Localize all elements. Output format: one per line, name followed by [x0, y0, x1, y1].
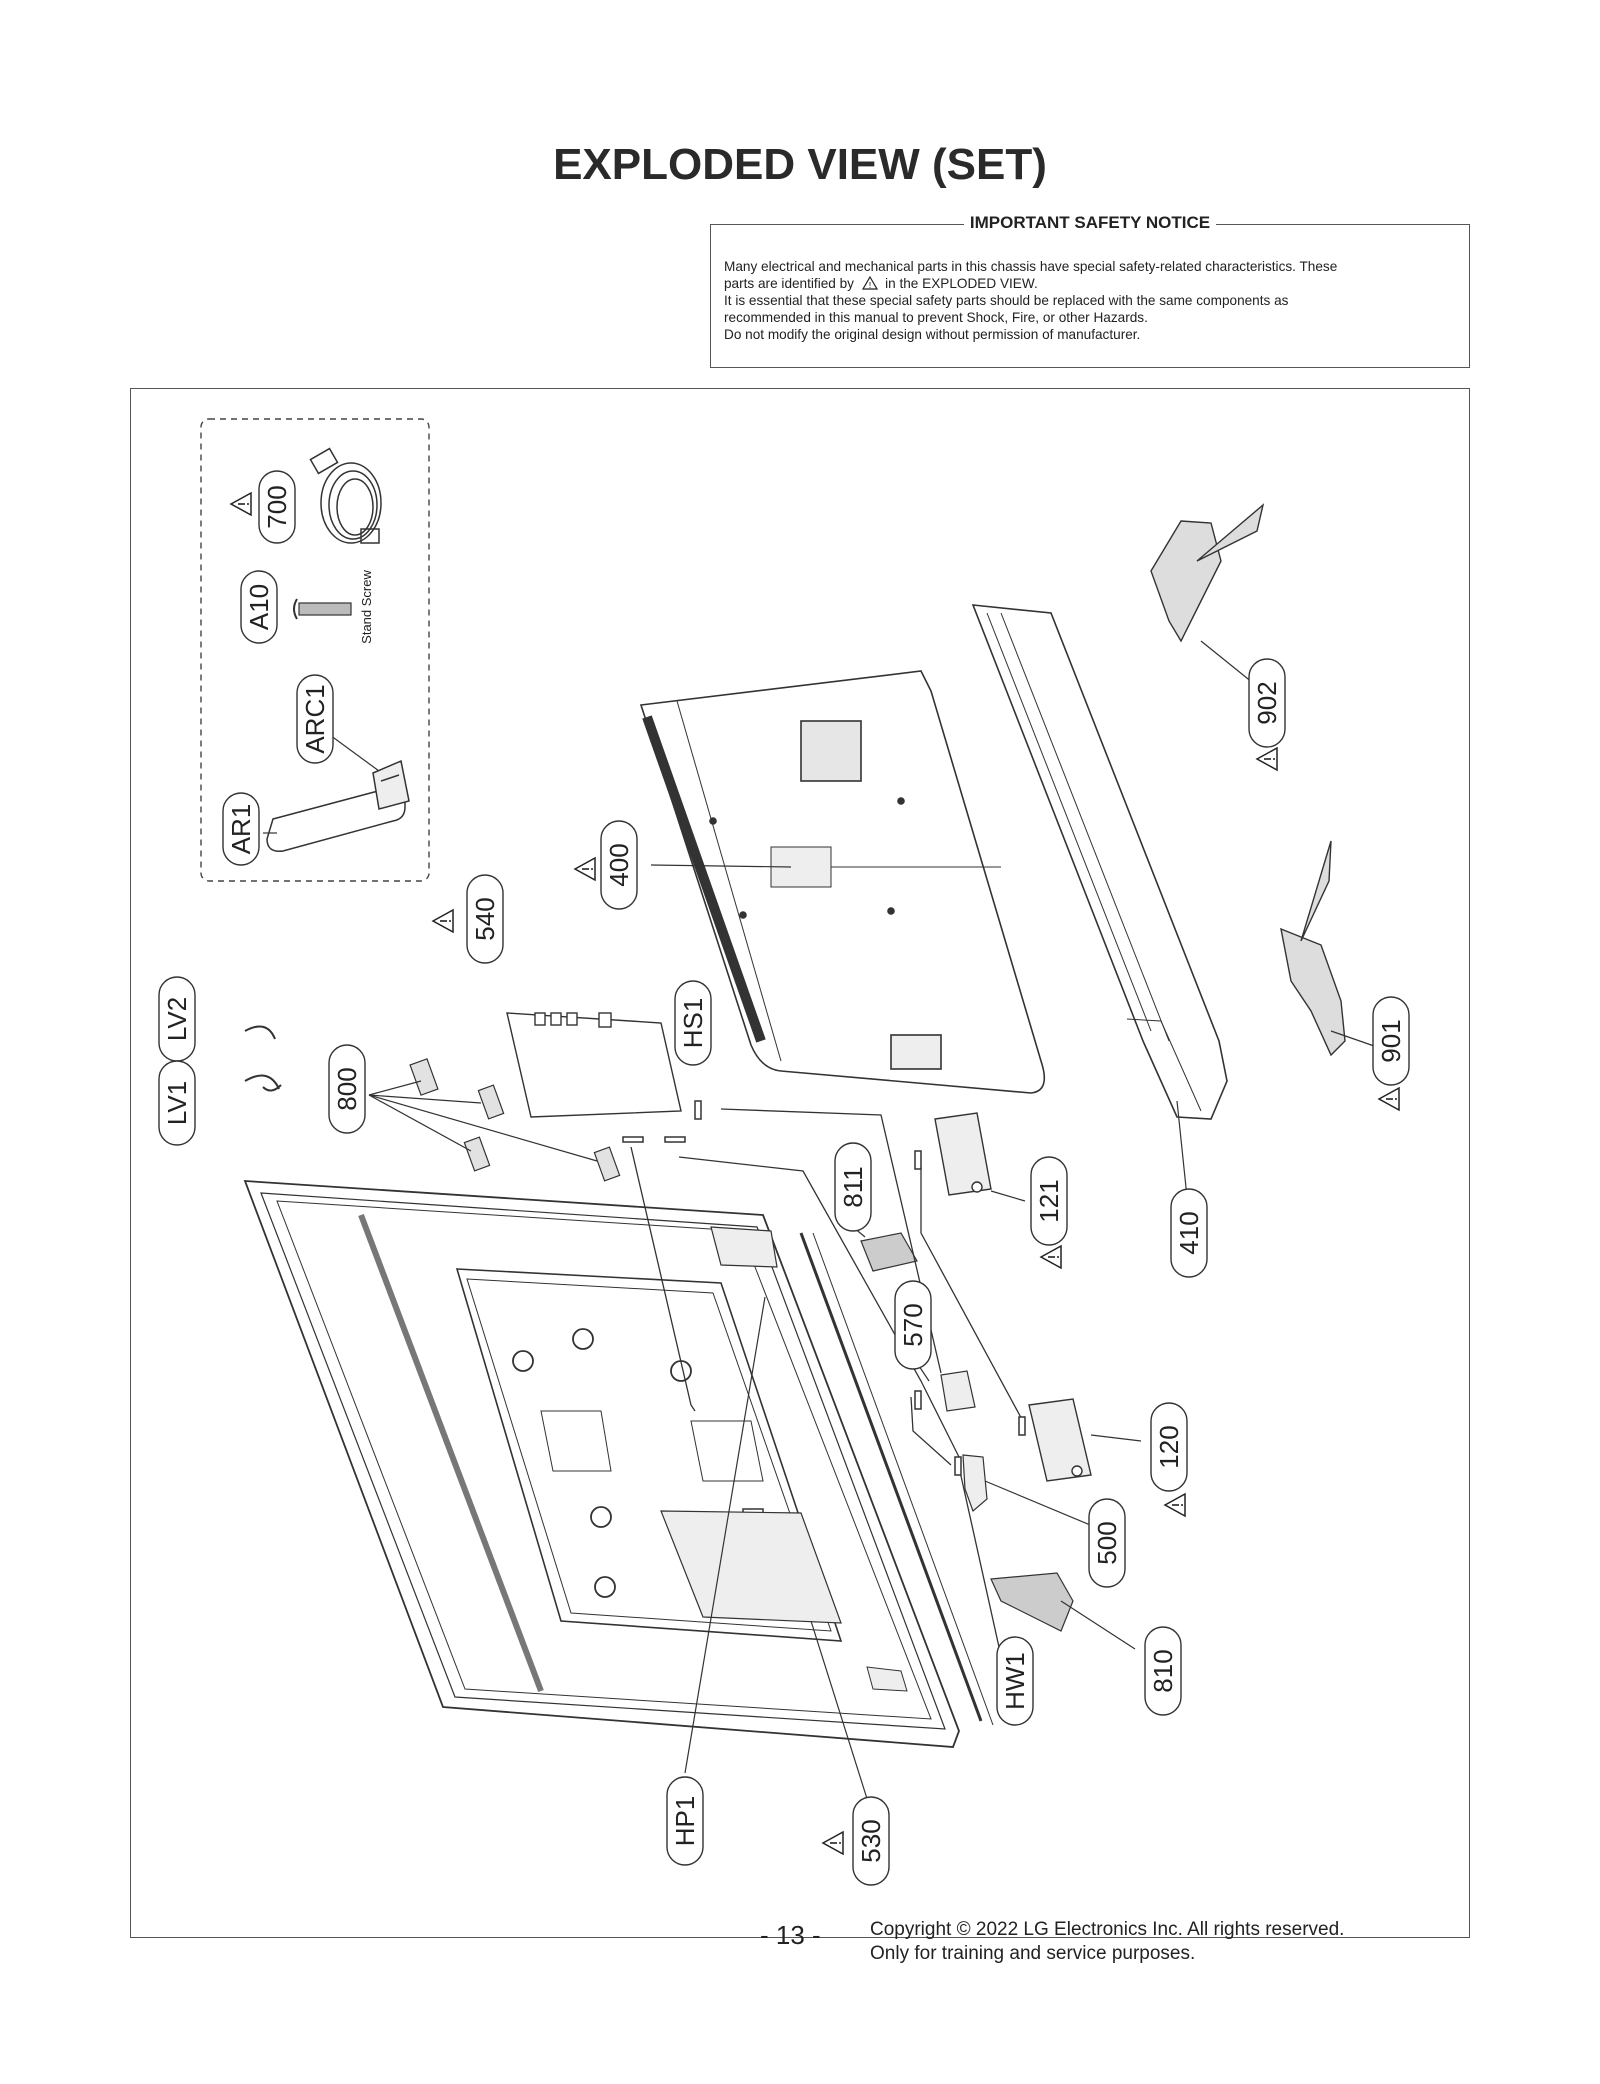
notice-line-1: Many electrical and mechanical parts in … [724, 259, 1338, 274]
svg-text:A10: A10 [244, 584, 274, 630]
exploded-view-diagram: 700 A10 Stand Screw ARC1 AR1 400 540 [130, 388, 1470, 1938]
svg-text:HW1: HW1 [1000, 1652, 1030, 1710]
warning-triangle-icon [230, 492, 252, 516]
label-arc1: ARC1 [296, 674, 334, 764]
label-hp1: HP1 [666, 1776, 704, 1866]
notice-line-3: It is essential that these special safet… [724, 293, 1289, 308]
label-ar1: AR1 [222, 792, 260, 866]
label-410: 410 [1170, 1188, 1208, 1278]
svg-text:800: 800 [332, 1067, 362, 1110]
notice-line-2a: parts are identified by [724, 276, 854, 291]
label-400: 400 [600, 820, 638, 910]
label-901: 901 [1372, 996, 1410, 1086]
warning-triangle-icon [1378, 1087, 1400, 1111]
notice-line-5: Do not modify the original design withou… [724, 327, 1141, 342]
warning-triangle-icon: ! [861, 276, 878, 290]
stand-screw-part [293, 598, 352, 620]
label-lv2: LV2 [158, 976, 196, 1062]
svg-text:AR1: AR1 [226, 804, 256, 855]
power-cord-part [309, 447, 382, 544]
svg-text:HS1: HS1 [678, 998, 708, 1049]
svg-text:121: 121 [1034, 1179, 1064, 1222]
svg-text:811: 811 [838, 1166, 868, 1207]
svg-text:HP1: HP1 [670, 1796, 700, 1847]
svg-text:!: ! [868, 281, 870, 290]
warning-triangle-icon [574, 857, 596, 881]
page-number: - 13 - [760, 1920, 821, 1950]
copyright-text: Copyright © 2022 LG Electronics Inc. All… [870, 1919, 1345, 1940]
label-530: 530 [852, 1796, 890, 1886]
notice-line-4: recommended in this manual to prevent Sh… [724, 310, 1148, 325]
svg-text:901: 901 [1376, 1019, 1406, 1062]
svg-text:410: 410 [1174, 1211, 1204, 1254]
label-570: 570 [894, 1280, 932, 1370]
warning-triangle-icon [432, 909, 454, 933]
svg-text:LV2: LV2 [162, 997, 192, 1041]
safety-notice-box: IMPORTANT SAFETY NOTICE Many electrical … [710, 213, 1470, 368]
page-title: EXPLODED VIEW (SET) [553, 140, 1047, 189]
label-lv1: LV1 [158, 1060, 196, 1146]
footer: Copyright © 2022 LG Electronics Inc. All… [870, 1918, 1344, 1966]
label-902: 902 [1248, 658, 1286, 748]
svg-text:Stand Screw: Stand Screw [359, 570, 374, 644]
label-811: 811 [834, 1142, 872, 1232]
svg-text:700: 700 [262, 485, 292, 528]
speaker-120-part [1028, 1398, 1092, 1482]
svg-text:902: 902 [1252, 681, 1282, 724]
notice-line-2b: in the EXPLODED VIEW. [885, 276, 1038, 291]
stand-leg-901 [1280, 840, 1346, 1057]
svg-text:500: 500 [1092, 1521, 1122, 1564]
warning-triangle-icon [1256, 747, 1278, 771]
footer-note: Only for training and service purposes. [870, 1943, 1196, 1964]
part-810 [990, 1572, 1074, 1632]
stand-leg-902 [1150, 503, 1265, 643]
label-120: 120 [1150, 1402, 1188, 1492]
part-570 [940, 1370, 976, 1412]
part-500 [962, 1454, 988, 1513]
label-500: 500 [1088, 1498, 1126, 1588]
svg-text:540: 540 [470, 897, 500, 940]
safety-notice-heading: IMPORTANT SAFETY NOTICE [963, 213, 1217, 232]
warning-triangle-icon [1164, 1493, 1186, 1517]
label-a10: A10 [240, 570, 278, 644]
label-540: 540 [466, 874, 504, 964]
stand-base-part [971, 604, 1228, 1120]
label-810: 810 [1144, 1626, 1182, 1716]
label-hs1: HS1 [674, 980, 712, 1066]
label-hw1: HW1 [996, 1636, 1034, 1726]
warning-triangle-icon [822, 1831, 844, 1855]
remote-control-part [263, 726, 410, 852]
svg-text:530: 530 [856, 1819, 886, 1862]
warning-triangle-icon [1040, 1245, 1062, 1269]
svg-text:570: 570 [898, 1303, 928, 1346]
clip-parts [244, 1025, 282, 1092]
svg-text:810: 810 [1148, 1649, 1178, 1692]
svg-text:ARC1: ARC1 [300, 684, 330, 753]
safety-notice-text: Many electrical and mechanical parts in … [724, 258, 1456, 343]
main-board-part [506, 1012, 682, 1118]
part-811 [860, 1232, 918, 1272]
label-stand-screw: Stand Screw [359, 570, 374, 644]
display-module-part [243, 1180, 994, 1748]
label-800: 800 [328, 1044, 366, 1134]
svg-text:120: 120 [1154, 1425, 1184, 1468]
label-700: 700 [258, 470, 296, 544]
speaker-121-part [934, 1112, 992, 1196]
bracket-parts [409, 1058, 621, 1182]
svg-text:LV1: LV1 [162, 1081, 192, 1125]
label-121: 121 [1030, 1156, 1068, 1246]
svg-text:400: 400 [604, 843, 634, 886]
